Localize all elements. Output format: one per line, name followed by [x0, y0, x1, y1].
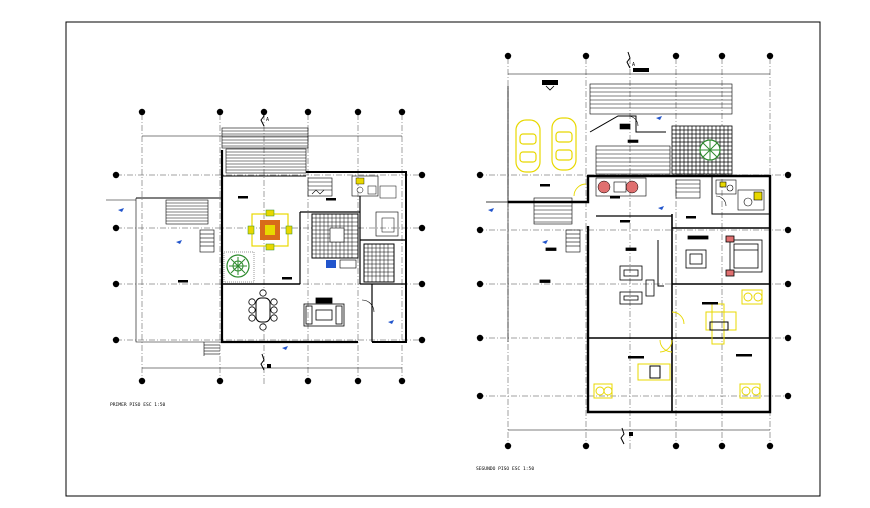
second-floor-lounge-set: [595, 177, 647, 199]
plant-icon: [699, 139, 721, 161]
second-floor-master-bedroom: [685, 235, 763, 277]
second-floor-grid-lines: [478, 58, 790, 450]
second-floor-garage: [507, 80, 586, 203]
second-floor-label: SEGUNDO PISO ESC 1:50: [476, 466, 534, 472]
first-floor-plan: A: [106, 108, 426, 408]
second-floor-bathrooms: [715, 179, 765, 211]
first-floor-laundry: [363, 243, 395, 283]
first-floor-bathroom: [351, 175, 397, 199]
first-floor-entry-stair: [221, 127, 309, 174]
first-floor-interior-stair: [307, 177, 333, 197]
first-floor-walls: [106, 150, 407, 344]
second-floor-entry-stair: [589, 83, 733, 175]
first-floor-dining-set: [248, 289, 278, 331]
sheet-border: [65, 21, 821, 497]
section-mark-label-second: A: [632, 62, 635, 68]
first-floor-label: PRIMER PISO ESC 1:50: [110, 402, 166, 408]
section-mark-label-top: A: [266, 117, 269, 123]
second-floor-axis-markers: [476, 52, 792, 450]
first-floor-section-mark: A: [260, 109, 271, 371]
first-floor-service-room: [361, 211, 399, 313]
first-floor-rug-table: [247, 209, 293, 251]
first-floor-plant: [223, 251, 255, 283]
second-floor-interior-stair: [675, 179, 701, 199]
second-floor-walls: [486, 174, 772, 414]
first-floor-side-stair: [165, 199, 215, 253]
first-floor-living-set: [303, 297, 345, 327]
second-floor-section-mark: A: [620, 51, 649, 445]
first-floor-level-markers: [118, 208, 394, 350]
car-icon: [515, 117, 577, 173]
second-floor-door-swings: [573, 183, 685, 353]
first-floor-entry-steps: [203, 342, 220, 356]
first-floor-room-tags: [178, 196, 336, 283]
second-floor-study: [539, 247, 655, 305]
second-floor-level-markers: [488, 116, 664, 244]
second-floor-plan: A: [476, 51, 792, 472]
second-floor-room-tags: [620, 216, 752, 359]
first-floor-kitchen: [311, 213, 359, 269]
second-floor-patio: [671, 125, 733, 175]
second-floor-bedroom-furniture: [593, 289, 763, 399]
second-floor-side-stair: [507, 197, 581, 342]
